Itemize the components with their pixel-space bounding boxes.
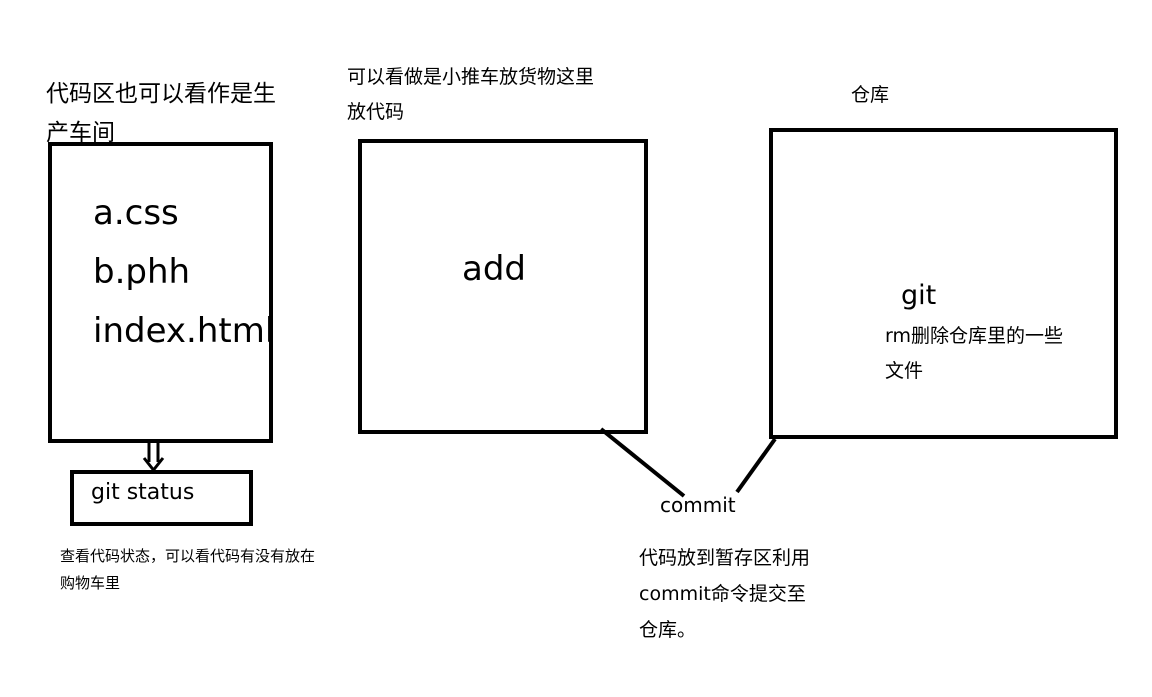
commit-to-repository-line — [735, 437, 777, 494]
git-label: git — [901, 280, 937, 311]
staging-to-commit-line — [599, 427, 686, 498]
status-note-line1: 查看代码状态，可以看代码有没有放在 — [60, 547, 316, 565]
workspace-caption-line2: 产车间 — [46, 120, 115, 146]
rm-note-line1: rm删除仓库里的一些 — [885, 325, 1063, 347]
commit-note-line1: 代码放到暂存区利用 — [639, 547, 811, 569]
down-double-arrow-icon — [142, 443, 165, 473]
staging-box — [358, 139, 648, 434]
git-status-label: git status — [91, 480, 195, 505]
workspace-box — [48, 142, 273, 443]
status-note-line2: 购物车里 — [60, 574, 121, 592]
repository-caption: 仓库 — [851, 84, 890, 106]
file-index-html: index.html — [93, 311, 275, 351]
workspace-caption-line1: 代码区也可以看作是生 — [46, 81, 276, 107]
file-a-css: a.css — [93, 193, 179, 233]
staging-caption-line1: 可以看做是小推车放货物这里 — [347, 66, 595, 88]
commit-label: commit — [660, 493, 736, 517]
add-label: add — [462, 249, 526, 289]
rm-note-line2: 文件 — [885, 360, 924, 382]
repository-box — [769, 128, 1118, 439]
staging-caption-line2: 放代码 — [347, 101, 405, 123]
file-b-phh: b.phh — [93, 252, 191, 292]
commit-note-line2: commit命令提交至 — [639, 583, 806, 605]
commit-note-line3: 仓库。 — [639, 619, 697, 641]
